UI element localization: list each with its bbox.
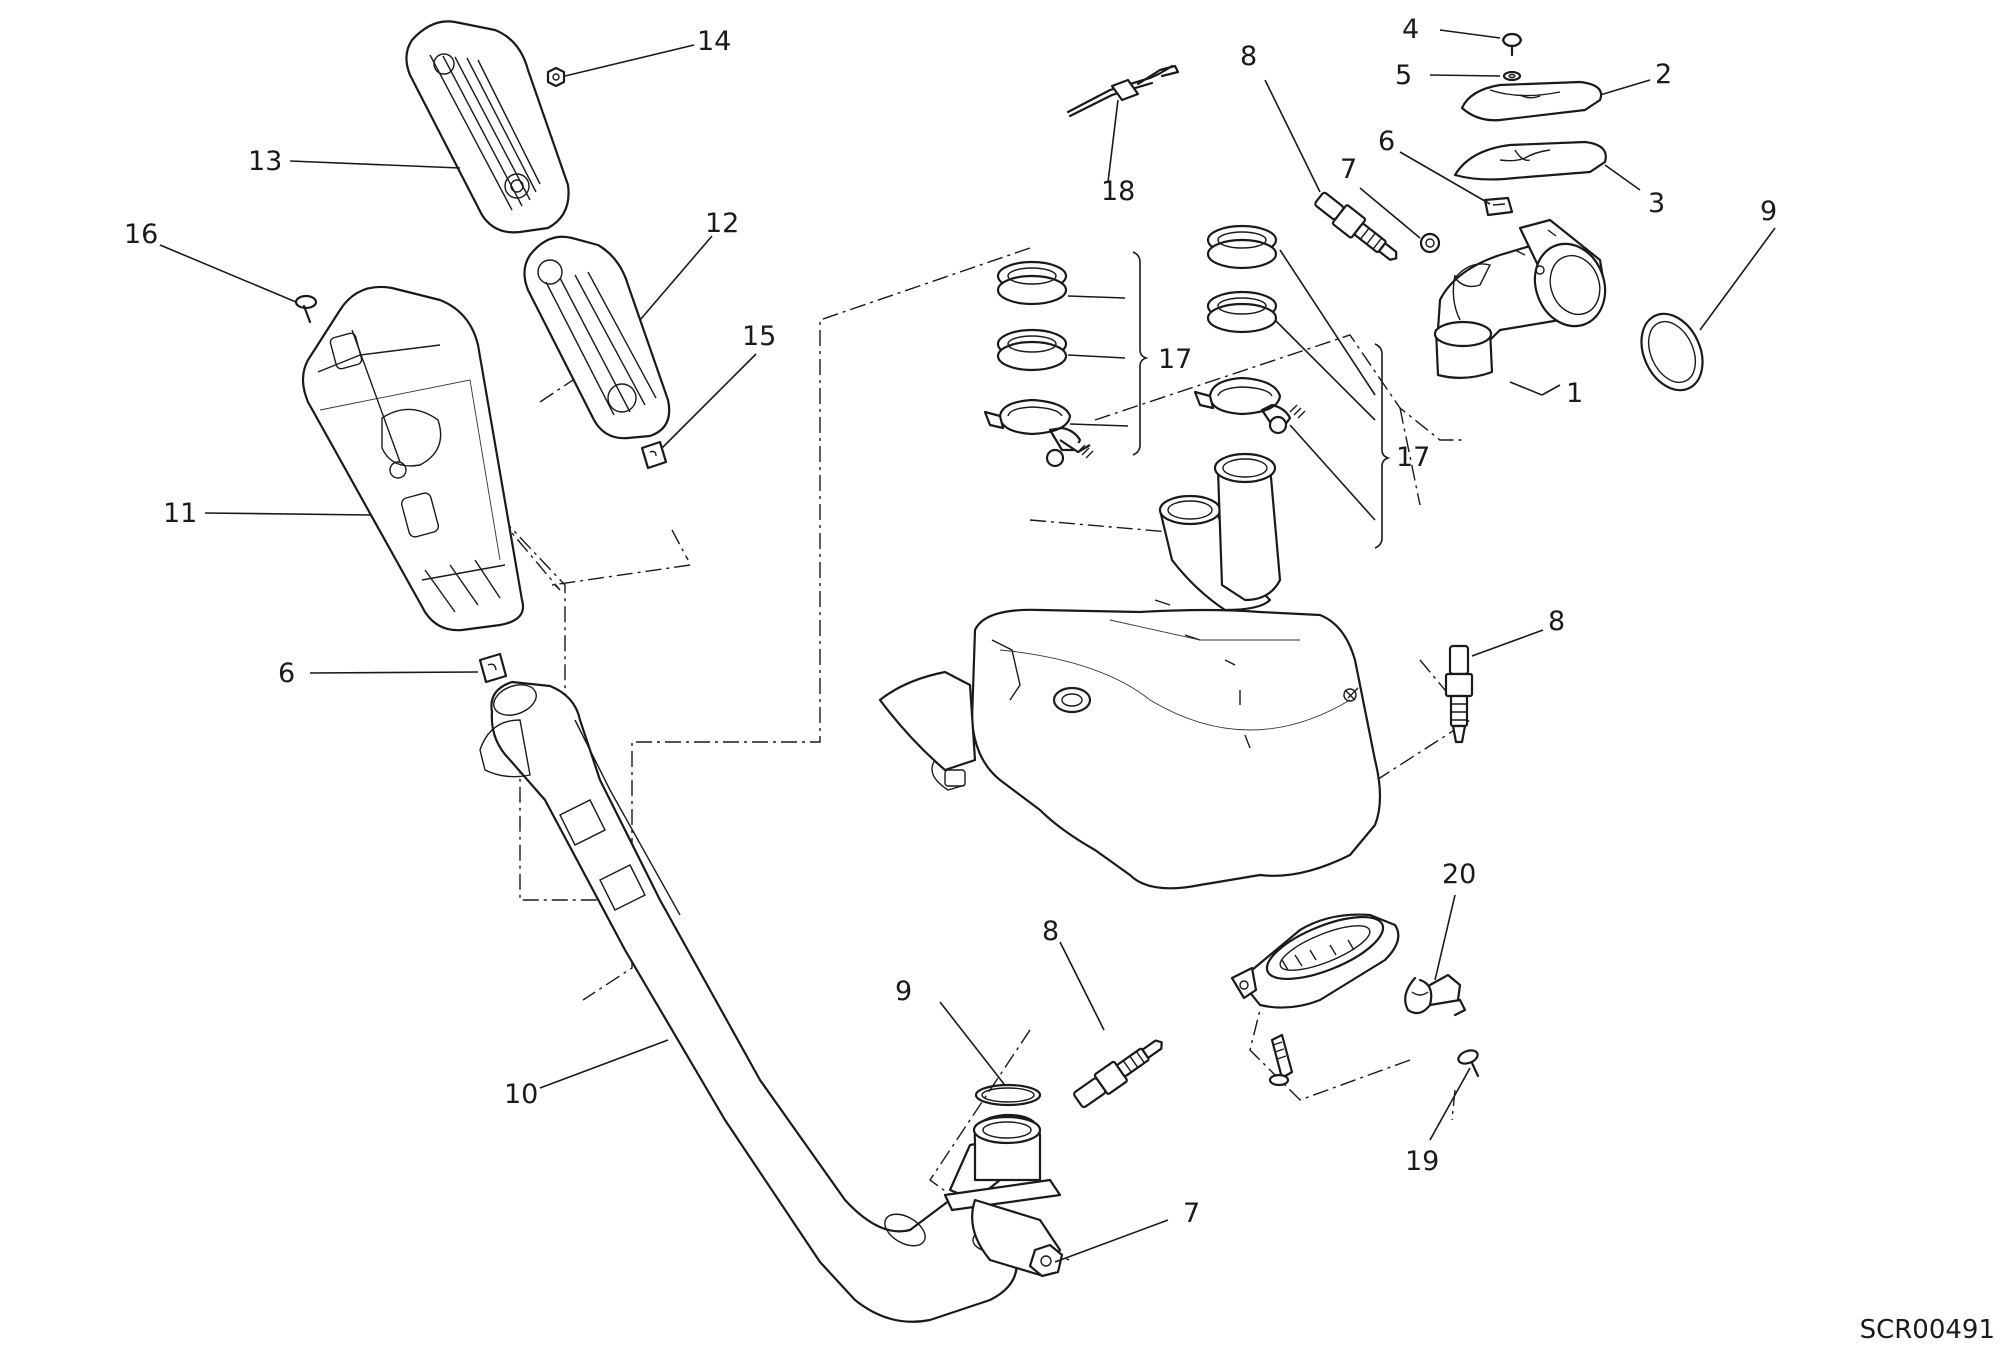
part-15-spring-clip xyxy=(640,440,668,470)
part-6-spring-clip-left xyxy=(478,652,508,684)
leader-1b xyxy=(1509,381,1543,396)
callout-10: 10 xyxy=(504,1079,538,1110)
part-12-inner-pipe-shield xyxy=(523,235,671,440)
leader-12 xyxy=(639,235,713,321)
callout-8-upper: 8 xyxy=(1240,41,1257,72)
part-7-nut-upper xyxy=(1419,232,1441,254)
part-17-clamp-kit-left xyxy=(983,260,1094,468)
leader-18 xyxy=(1107,99,1119,183)
leader-14 xyxy=(564,44,695,77)
part-8-lambda-sensor-right xyxy=(1444,644,1474,744)
silencer-body xyxy=(878,599,1382,890)
callout-1: 1 xyxy=(1566,378,1583,409)
leader-17-d xyxy=(1279,249,1376,396)
leader-15 xyxy=(661,353,757,449)
callout-11: 11 xyxy=(163,498,197,529)
callout-9-upper: 9 xyxy=(1760,196,1777,227)
callout-13: 13 xyxy=(248,146,282,177)
part-6-spring-clip-right xyxy=(1483,196,1514,217)
callout-7-upper: 7 xyxy=(1340,154,1357,185)
part-4-screw xyxy=(1501,32,1523,57)
clamp-kit-brackets xyxy=(1132,251,1391,549)
callout-7-lower: 7 xyxy=(1183,1198,1200,1229)
silencer-inlets xyxy=(1158,452,1282,612)
part-1-exhaust-elbow xyxy=(1433,218,1607,379)
part-2-outer-heat-shield xyxy=(1460,80,1603,122)
callout-2: 2 xyxy=(1655,59,1672,90)
leader-5 xyxy=(1429,74,1501,77)
part-7-nut-lower xyxy=(1028,1243,1064,1278)
leader-17-e xyxy=(1274,319,1376,421)
callout-6-right: 6 xyxy=(1378,126,1395,157)
callout-8-right: 8 xyxy=(1548,606,1565,637)
leader-8-lower xyxy=(1059,941,1105,1031)
part-17-clamp-kit-right xyxy=(1193,224,1306,435)
part-18-cable-tie xyxy=(1066,64,1180,118)
callout-17-left: 17 xyxy=(1158,344,1192,375)
callout-14: 14 xyxy=(697,26,731,57)
mounting-bolt xyxy=(1268,1033,1294,1087)
part-14-nut xyxy=(546,66,566,88)
part-11-muffler-heat-shield xyxy=(301,285,525,632)
leader-16 xyxy=(159,244,297,303)
callout-18: 18 xyxy=(1101,176,1135,207)
leader-6-right xyxy=(1399,151,1491,205)
leader-4 xyxy=(1439,29,1501,39)
leader-19 xyxy=(1429,1067,1471,1141)
leader-8-upper xyxy=(1264,79,1321,193)
callout-15: 15 xyxy=(742,321,776,352)
callout-9-lower: 9 xyxy=(895,976,912,1007)
drawing-code: SCR00491 xyxy=(1860,1315,1995,1345)
part-13-outer-pipe-shield xyxy=(405,20,570,234)
callout-3: 3 xyxy=(1648,188,1665,219)
part-8-lambda-sensor-upper xyxy=(1314,191,1398,261)
leader-1 xyxy=(1541,384,1561,396)
callout-20: 20 xyxy=(1442,859,1476,890)
leader-10 xyxy=(539,1039,669,1089)
part-19-screw xyxy=(1457,1049,1480,1078)
leader-lines xyxy=(159,29,1776,1263)
callout-5: 5 xyxy=(1395,60,1412,91)
leader-17-f xyxy=(1289,424,1376,521)
part-3-inner-heat-shield xyxy=(1453,140,1607,181)
callout-8-lower: 8 xyxy=(1042,916,1059,947)
leader-7-lower xyxy=(1054,1219,1169,1263)
callout-4: 4 xyxy=(1402,14,1419,45)
callout-17-right: 17 xyxy=(1396,442,1430,473)
part-5-washer xyxy=(1502,70,1522,82)
part-8-lambda-sensor-lower xyxy=(1073,1039,1163,1109)
leader-9-upper xyxy=(1699,227,1776,331)
part-20-spring xyxy=(1404,973,1467,1017)
leader-11 xyxy=(204,512,371,516)
leader-7-upper xyxy=(1359,187,1421,239)
leader-6-left xyxy=(309,671,479,674)
callout-19: 19 xyxy=(1405,1146,1439,1177)
callout-6-left: 6 xyxy=(278,658,295,689)
leader-17-a xyxy=(1067,295,1126,299)
mounting-bracket xyxy=(1230,913,1400,1009)
lower-flange-assembly xyxy=(943,1113,1062,1277)
leader-13 xyxy=(289,160,461,169)
leader-9-lower xyxy=(939,1001,1005,1085)
part-9-gasket-lower xyxy=(974,1083,1042,1107)
leader-17-b xyxy=(1067,354,1126,359)
part-10-header-pipe xyxy=(479,680,1034,1323)
leader-17-c xyxy=(1069,423,1129,427)
leader-20 xyxy=(1434,894,1456,981)
callout-labels: 1 2 3 4 5 6 6 7 7 8 8 8 9 9 10 11 12 13 … xyxy=(124,14,1777,1229)
callout-16: 16 xyxy=(124,219,158,250)
part-16-screw xyxy=(294,294,318,324)
callout-12: 12 xyxy=(705,208,739,239)
part-9-gasket-upper xyxy=(1640,312,1704,392)
leader-2 xyxy=(1599,79,1651,96)
leader-3 xyxy=(1604,164,1641,191)
leader-8-right xyxy=(1471,629,1544,657)
